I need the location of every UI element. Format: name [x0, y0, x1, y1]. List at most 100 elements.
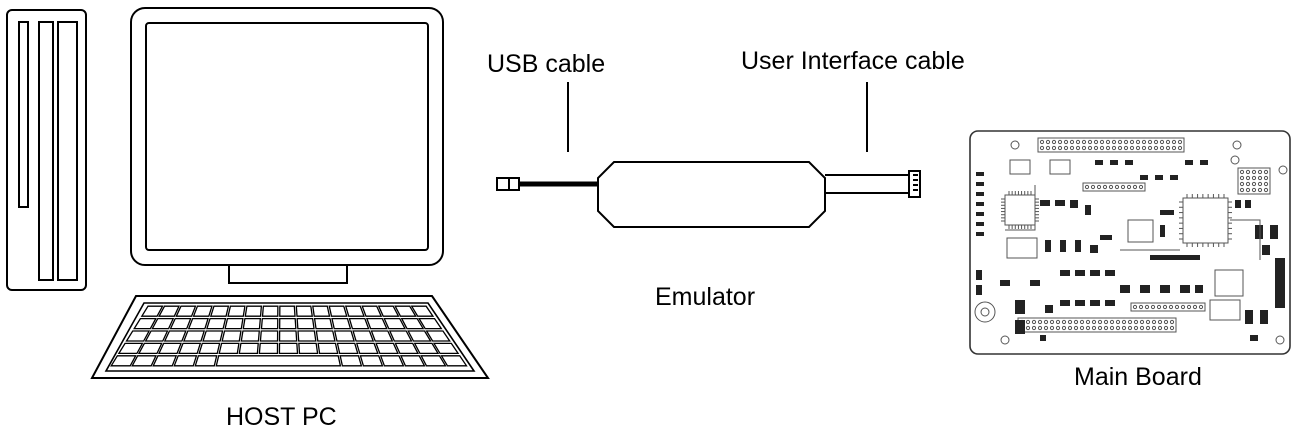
host-pc-label: HOST PC	[226, 403, 337, 431]
keyboard-key	[278, 342, 299, 355]
keyboard-key	[315, 330, 336, 342]
header-pin	[1097, 319, 1103, 325]
smd-component	[1000, 280, 1010, 286]
header-pin	[1169, 325, 1175, 331]
header-pin	[1115, 325, 1121, 331]
keyboard-key	[144, 330, 169, 342]
smd-component	[1160, 225, 1165, 237]
smd-component	[976, 202, 984, 206]
trace	[1230, 219, 1261, 260]
smd-component	[1150, 255, 1200, 260]
ic-chip	[1006, 237, 1038, 259]
header-pin	[1123, 139, 1129, 145]
smd-component	[1185, 160, 1193, 165]
header-pin	[1093, 139, 1099, 145]
header-pin	[1150, 304, 1156, 310]
keyboard-key	[131, 355, 157, 367]
smd-component	[1040, 200, 1050, 206]
keyboard-key	[400, 317, 425, 330]
keyboard-key	[192, 305, 213, 317]
keyboard-key	[173, 355, 198, 367]
keyboard-key	[218, 342, 240, 355]
header-pin	[1105, 139, 1111, 145]
header-pin	[1153, 145, 1159, 151]
header-pin	[1121, 319, 1127, 325]
smd-component	[1105, 300, 1115, 306]
keyboard-key	[328, 305, 348, 317]
header-pin	[1147, 139, 1153, 145]
keyboard-key	[279, 317, 297, 330]
keyboard-key	[379, 355, 405, 367]
smd-component	[976, 172, 984, 176]
smd-component	[1275, 258, 1285, 308]
header-pin	[1067, 319, 1073, 325]
header-pin	[1081, 139, 1087, 145]
header-pin	[1045, 139, 1051, 145]
smd-component	[1090, 245, 1098, 253]
header-pin	[1163, 319, 1169, 325]
header-pin	[1051, 139, 1057, 145]
keyboard-key	[137, 342, 163, 355]
smd-component	[1085, 205, 1091, 215]
smd-component	[1160, 210, 1174, 215]
header-pin	[1132, 304, 1138, 310]
keyboard-key	[258, 342, 279, 355]
header-pin	[1111, 139, 1117, 145]
keyboard-key	[209, 305, 230, 317]
header-pin	[1159, 145, 1165, 151]
header-pin	[1103, 325, 1109, 331]
smd-component	[1270, 225, 1278, 239]
keyboard-key	[175, 305, 197, 317]
smd-component	[1235, 200, 1241, 208]
keyboard-key	[202, 330, 224, 342]
header-pin	[1133, 325, 1139, 331]
header-pin	[1245, 175, 1251, 181]
header-pin	[1141, 145, 1147, 151]
header-pin	[1031, 325, 1037, 331]
keyboard-key	[221, 330, 242, 342]
header-pin	[1257, 187, 1263, 193]
header-pin	[1099, 139, 1105, 145]
header-pin	[1025, 325, 1031, 331]
buzzer	[974, 301, 996, 323]
header-pin	[1245, 187, 1251, 193]
keyboard-key	[383, 317, 407, 330]
keyboard-key	[163, 330, 187, 342]
emulator-label: Emulator	[655, 283, 756, 311]
header-pin	[1081, 145, 1087, 151]
keyboard-key	[298, 342, 319, 355]
smd-component	[1015, 320, 1025, 334]
keyboard-key	[313, 317, 334, 330]
keyboard-key	[157, 305, 181, 317]
header-pin	[1067, 325, 1073, 331]
keyboard-key	[242, 317, 262, 330]
smd-component	[1060, 300, 1070, 306]
header-pin	[1138, 304, 1144, 310]
header-pin	[1096, 184, 1102, 190]
pin-header	[1130, 302, 1206, 312]
header-pin	[1165, 139, 1171, 145]
header-pin	[1105, 145, 1111, 151]
header-pin	[1091, 319, 1097, 325]
header-pin	[1257, 169, 1263, 175]
header-pin	[1049, 325, 1055, 331]
keyboard-key	[295, 305, 313, 317]
keyboard-key	[388, 330, 413, 342]
header-pin	[1156, 304, 1162, 310]
header-pin	[1159, 139, 1165, 145]
header-pin	[1263, 181, 1269, 187]
smd-component	[976, 222, 984, 226]
smd-component	[1070, 200, 1078, 208]
smd-component	[1030, 280, 1040, 286]
smd-component	[976, 192, 984, 196]
smd-component	[976, 285, 982, 295]
header-pin	[1111, 145, 1117, 151]
usb-plug-icon	[496, 177, 598, 191]
header-pin	[1069, 139, 1075, 145]
header-pin	[1135, 139, 1141, 145]
keyboard-key	[352, 330, 375, 342]
header-pin	[1168, 304, 1174, 310]
keyboard-key	[296, 317, 315, 330]
circuit-board-icon	[969, 130, 1291, 355]
trace	[1005, 185, 1036, 231]
